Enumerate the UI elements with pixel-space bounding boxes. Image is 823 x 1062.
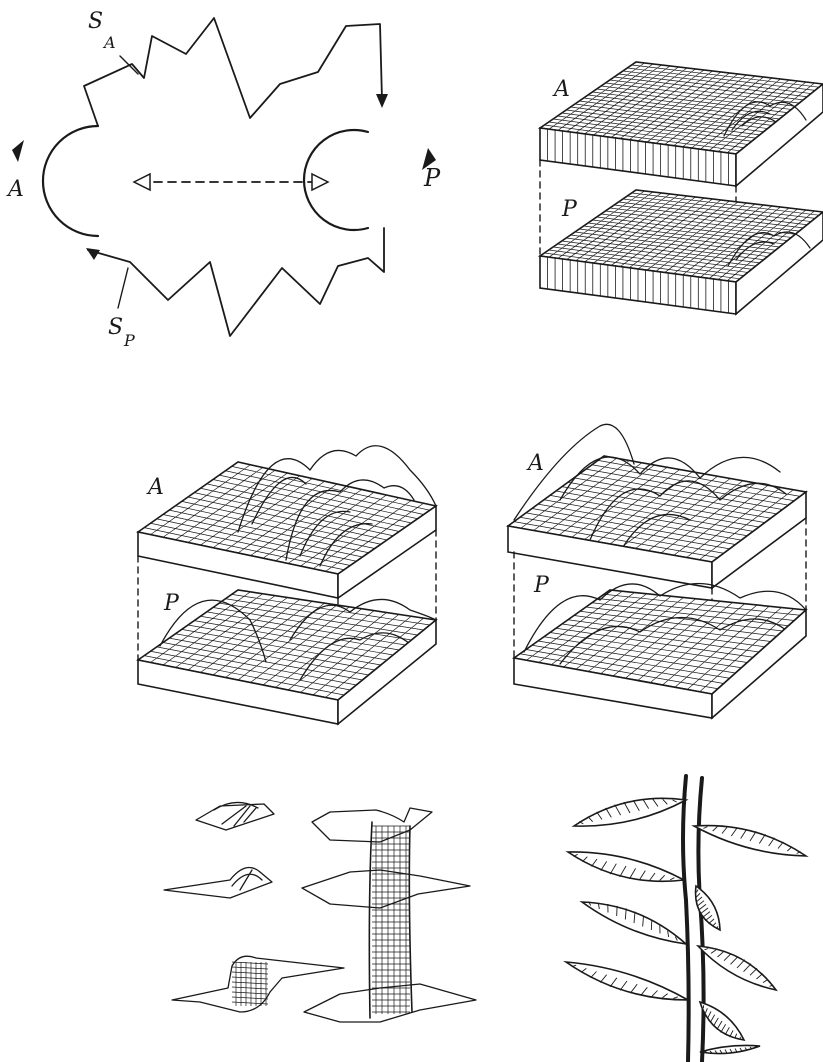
layer-mid-left [164, 868, 272, 899]
label-a-slab: A [552, 77, 570, 102]
source-p-zigzag [88, 228, 384, 336]
label-p-cycle: P [423, 164, 441, 192]
source-p-pointer [118, 268, 128, 308]
label-s-a-sub: A [102, 33, 116, 52]
exchange-arrowhead-left [134, 174, 150, 190]
label-p-slab: P [561, 197, 578, 222]
initial-state: A P [540, 62, 823, 314]
reaction-scheme: S A A P S P [6, 9, 441, 350]
exchange-arrowhead-right [312, 174, 328, 190]
label-p-stage2: P [533, 573, 550, 598]
label-a-stage1: A [146, 475, 164, 500]
hatch-line [232, 967, 268, 969]
layer-low-left-tube [232, 962, 268, 1006]
contour-layers [164, 802, 476, 1022]
label-p-stage1: P [163, 591, 180, 616]
stem-right [698, 778, 703, 1062]
hatch-line [232, 982, 268, 984]
source-a-arrowhead [376, 94, 388, 108]
label-a-stage2: A [526, 451, 544, 476]
layer-low-right [304, 984, 476, 1022]
label-s-p: S [108, 315, 123, 340]
hatch-line [232, 987, 268, 989]
hatch-line [232, 962, 268, 964]
layer-top-left [196, 802, 274, 830]
leaf-branch [566, 776, 806, 1062]
label-s-p-sub: P [123, 331, 135, 350]
label-s-a: S [88, 9, 103, 34]
hatch-line [232, 997, 268, 999]
source-a-zigzag [84, 18, 382, 126]
hatch-line [232, 977, 268, 979]
activator-cycle-arrowhead [12, 140, 24, 162]
activator-cycle-arc [43, 126, 98, 236]
label-a-cycle: A [6, 177, 24, 202]
hatch-line [232, 972, 268, 974]
hatch-line [232, 992, 268, 994]
layer-mid-right [302, 870, 470, 908]
source-a-pointer [120, 56, 138, 74]
pattern-stage-1: A P [138, 446, 436, 724]
pattern-stage-2: A P [508, 424, 806, 718]
source-p-arrowhead [86, 248, 100, 260]
stem [683, 776, 689, 1062]
